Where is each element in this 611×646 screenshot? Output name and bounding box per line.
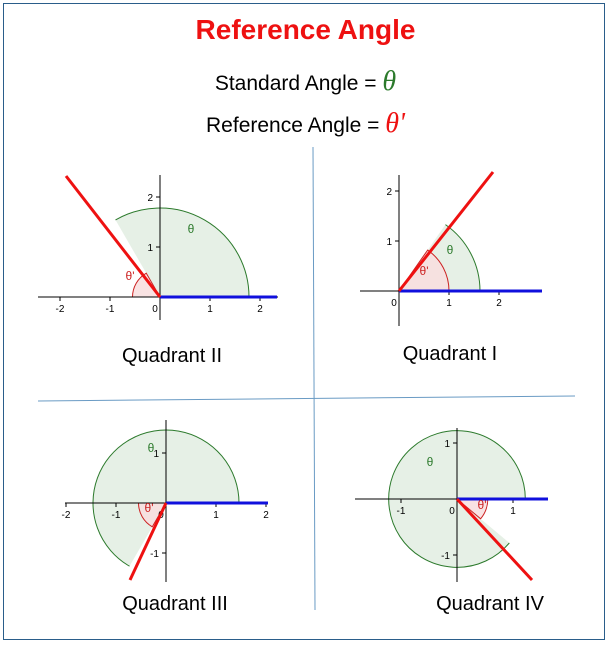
x-tick-label: 2 <box>257 304 263 315</box>
x-tick-label: -2 <box>62 510 71 521</box>
standard-angle-sector <box>115 207 249 297</box>
x-tick-label: 1 <box>207 304 213 315</box>
x-tick-label: -2 <box>56 304 65 315</box>
quadrant-label: Quadrant I <box>403 343 498 365</box>
y-tick-label: -1 <box>441 551 450 562</box>
x-tick-label: 1 <box>446 298 452 309</box>
x-tick-label: 1 <box>510 506 516 517</box>
x-tick-label: 0 <box>391 298 397 309</box>
x-tick-label: -1 <box>106 304 115 315</box>
page-title: Reference Angle <box>195 14 416 45</box>
quadrant-label: Quadrant III <box>122 593 228 615</box>
standard-angle-symbol: θ <box>382 66 397 97</box>
standard-angle-arc <box>92 429 240 567</box>
reference-angle-symbol: θ' <box>385 108 405 139</box>
x-tick-label: 2 <box>496 298 502 309</box>
x-tick-label: 2 <box>263 510 269 521</box>
terminal-side <box>128 502 168 581</box>
standard-angle-mark: θ <box>148 441 155 455</box>
standard-angle-arc <box>115 207 250 298</box>
x-tick-label: 0 <box>449 506 455 517</box>
y-tick-label: 1 <box>444 439 450 450</box>
standard-angle-mark: θ <box>427 455 434 469</box>
y-tick-label: 2 <box>147 193 153 204</box>
reference-angle-mark: θ' <box>126 269 135 283</box>
x-tick-label: -1 <box>112 510 121 521</box>
y-tick-label: 2 <box>386 187 392 198</box>
x-tick-label: 0 <box>152 304 158 315</box>
standard-angle-arc <box>445 224 481 292</box>
y-tick-label: 1 <box>147 243 153 254</box>
standard-angle-label: Standard Angle = <box>214 72 383 95</box>
quadrant-label: Quadrant IV <box>436 593 545 615</box>
x-tick-label: -1 <box>397 506 406 517</box>
standard-angle-definition: Standard Angle = θ <box>0 66 611 98</box>
y-tick-label: 1 <box>386 237 392 248</box>
y-tick-label: -1 <box>150 549 159 560</box>
vertical-divider <box>312 146 316 611</box>
reference-angle-mark: θ' <box>478 498 487 512</box>
standard-angle-mark: θ <box>447 243 454 257</box>
reference-angle-mark: θ' <box>145 501 154 515</box>
reference-angle-mark: θ' <box>420 264 429 278</box>
standard-angle-mark: θ <box>188 222 195 236</box>
x-tick-label: 1 <box>213 510 219 521</box>
standard-angle-arc <box>388 430 526 568</box>
quadrant-label: Quadrant II <box>122 345 222 367</box>
horizontal-divider <box>37 395 576 402</box>
terminal-side <box>397 171 495 292</box>
y-tick-label: 1 <box>153 449 159 460</box>
reference-angle-label: Reference Angle = <box>206 114 386 137</box>
terminal-side <box>455 497 534 582</box>
terminal-side <box>64 175 162 298</box>
reference-angle-definition: Reference Angle = θ' <box>0 108 611 140</box>
